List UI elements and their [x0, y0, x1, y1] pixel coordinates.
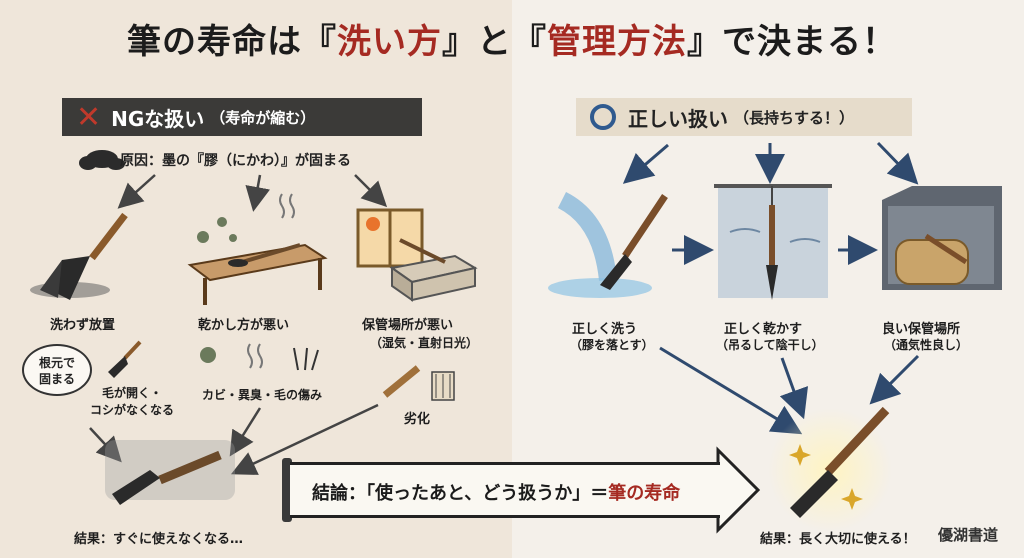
x-mark-icon: ✕: [76, 99, 102, 135]
ok-item-3-detail: （通気性良し）: [884, 338, 969, 352]
ink-blob-icon: [79, 150, 125, 170]
unwashed-brush-icon: [30, 212, 128, 300]
conclusion-text: 結論：「使ったあと、どう扱うか」＝筆の寿命: [312, 483, 681, 504]
washing-brush-icon: [548, 191, 668, 298]
ok-banner: 正しい扱い （長持ちする！）: [576, 98, 912, 136]
ok-result: 結果：長く大切に使える！: [760, 532, 916, 547]
ng-result: 結果：すぐに使えなくなる…: [74, 532, 244, 547]
ng-effect-line-2: コシがなくなる: [90, 403, 175, 417]
ok-item-1-label: 正しく洗う: [572, 322, 638, 337]
storage-cabinet-icon: [882, 186, 1002, 290]
deterioration-icon: [382, 365, 455, 401]
drying-table-icon: [187, 193, 328, 305]
damage-icons: [200, 343, 319, 371]
ok-banner-label: 正しい扱い: [628, 106, 728, 131]
seal-signature: 優湖書道: [938, 526, 999, 544]
ng-item-1-label: 洗わず放置: [50, 318, 116, 333]
ng-item-3-label: 保管場所が悪い: [362, 318, 454, 333]
ng-banner-label: NGな扱い: [111, 106, 205, 131]
ok-item-2-detail: （吊るして陰干し）: [716, 338, 824, 352]
deterioration-label: 劣化: [404, 412, 431, 427]
ng-cause-arrows: [117, 174, 388, 212]
ok-top-arrows: [622, 141, 919, 185]
ng-banner-sub: （寿命が縮む）: [210, 108, 316, 127]
ng-item-2-detail: カビ・異臭・毛の傷み: [202, 388, 323, 402]
speech-bubble: 根元で 固まる: [22, 344, 92, 396]
ng-cause: 原因：墨の『膠（にかわ）』が固まる: [120, 153, 351, 169]
ng-result-arrows: [89, 403, 379, 475]
good-brush-icon: [768, 406, 892, 532]
ok-banner-sub: （長持ちする！）: [734, 108, 855, 127]
ok-item-1-detail: （膠を落とす）: [570, 338, 654, 352]
ng-effect: 毛が開く・ コシがなくなる: [90, 384, 174, 418]
page-title: 筆の寿命は『洗い方』と『管理方法』で決まる！: [127, 22, 897, 62]
bubble-line-2: 固まる: [38, 372, 75, 386]
bad-storage-icon: [356, 208, 478, 302]
bubble-line-1: 根元で: [38, 356, 75, 370]
ok-bottom-arrows: [659, 346, 920, 435]
circle-mark-icon: [590, 104, 616, 130]
ok-item-2-label: 正しく乾かす: [724, 322, 803, 337]
ng-item-3-detail: （湿気・直射日光）: [370, 336, 479, 350]
hanging-brush-icon: [714, 184, 832, 300]
spread-brush-icon: [108, 340, 142, 378]
ng-item-2-label: 乾かし方が悪い: [198, 318, 290, 333]
ng-banner: ✕ NGな扱い （寿命が縮む）: [62, 98, 422, 136]
ng-effect-line-1: 毛が開く・: [102, 386, 163, 400]
ruined-brush-icon: [105, 440, 235, 505]
ok-item-3-label: 良い保管場所: [882, 322, 961, 337]
conclusion-scroll: [290, 462, 720, 518]
